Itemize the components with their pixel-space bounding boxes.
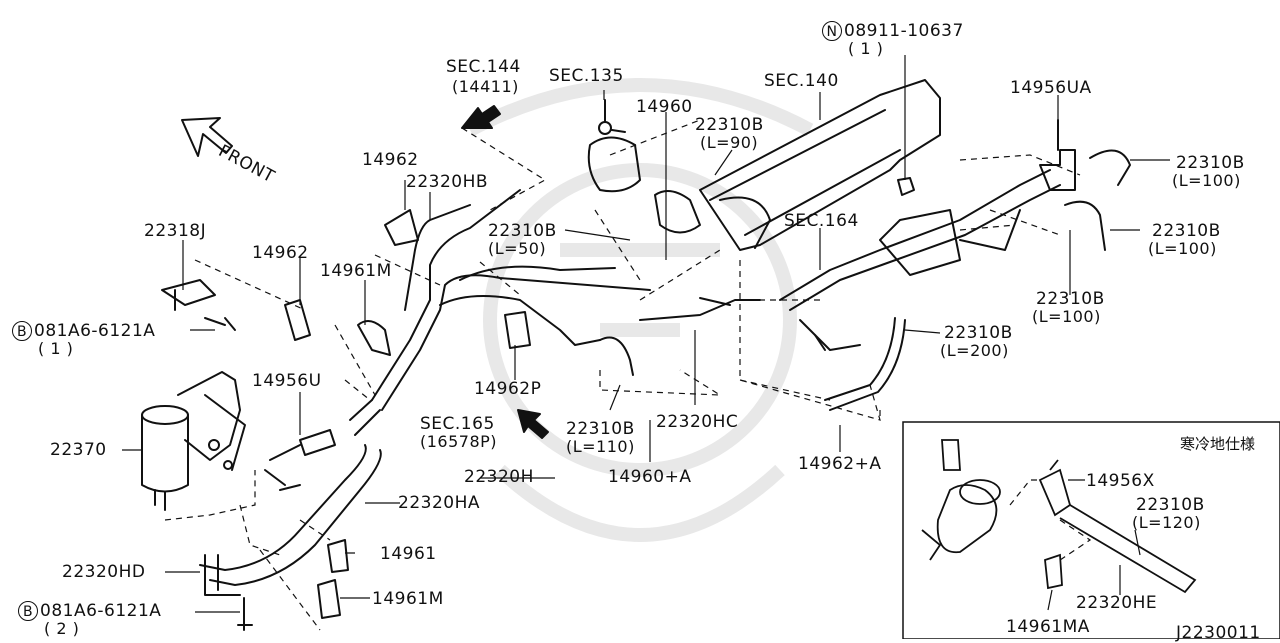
watermark-crest: [466, 78, 814, 542]
label-14962P: 14962P: [474, 379, 542, 399]
label-22310B-L200-sub: (L=200): [940, 341, 1009, 360]
label-22310B-L100-c-sub: (L=100): [1032, 307, 1101, 326]
label-b2-qty: ( 2 ): [44, 619, 80, 638]
label-22310B-L200: 22310B: [944, 323, 1013, 343]
b1-part-number: 081A6-6121A: [34, 321, 156, 341]
label-22310B-L120: 22310B: [1136, 495, 1205, 515]
label-22310B-L100-b: 22310B: [1152, 221, 1221, 241]
label-14962A: 14962+A: [798, 454, 882, 474]
bracket-22318J: [161, 279, 216, 311]
label-sec144-sub: (14411): [452, 77, 519, 96]
nut-08911-10637: [897, 177, 915, 196]
label-sec144: SEC.144: [446, 57, 521, 77]
label-22370: 22370: [50, 440, 107, 460]
hose-22310B-L200-inner: [829, 319, 906, 411]
label-22310B-L100-c: 22310B: [1036, 289, 1105, 309]
throttle-body: [587, 99, 641, 193]
label-14961M-top: 14961M: [320, 261, 392, 281]
label-22320H: 22320H: [464, 467, 534, 487]
label-14961MA: 14961MA: [1006, 617, 1090, 637]
label-22318J: 22318J: [144, 221, 207, 241]
hose-22310B-L100-top: [1089, 149, 1131, 186]
label-b1-qty: ( 1 ): [38, 339, 74, 358]
label-22320HA: 22320HA: [398, 493, 480, 513]
clip-14961: [327, 539, 349, 573]
clip-14962P: [504, 311, 531, 349]
bolt-081A6-top: [204, 317, 236, 331]
label-22320HB: 22320HB: [406, 172, 489, 192]
n-badge-icon: N: [822, 21, 842, 41]
label-22310B-L100-a-sub: (L=100): [1172, 171, 1241, 190]
hose-22310B-L200: [824, 317, 896, 401]
label-22310B-L110: 22310B: [566, 419, 635, 439]
label-14956UA: 14956UA: [1010, 78, 1092, 98]
b-badge-icon-2: B: [18, 601, 38, 621]
label-22320HC: 22320HC: [656, 412, 739, 432]
label-sec140: SEC.140: [764, 71, 839, 91]
label-22310B-L50: 22310B: [488, 221, 557, 241]
front-arrow-icon: [181, 117, 233, 157]
valve-14956UA: [1039, 149, 1076, 191]
label-n-qty: ( 1 ): [848, 39, 884, 58]
bolt-081A6-bottom: [237, 597, 253, 631]
label-22310B-L100-a: 22310B: [1176, 153, 1245, 173]
sec144-arrow-icon: [461, 105, 501, 129]
label-14962-mid: 14962: [252, 243, 309, 263]
valve-14956U: [299, 429, 336, 456]
label-sec165-sub: (16578P): [420, 432, 498, 451]
n-part-number: 08911-10637: [844, 21, 964, 41]
label-14956X: 14956X: [1086, 471, 1155, 491]
label-14961M-bot: 14961M: [372, 589, 444, 609]
hose-22310B-L100-mid: [1064, 200, 1106, 251]
label-22310B-L120-sub: (L=120): [1132, 513, 1201, 532]
clip-14961M-bot: [317, 579, 341, 619]
sec164-tubes: [639, 169, 1061, 351]
drawing-number: J2230011: [1176, 623, 1261, 643]
label-sec164: SEC.164: [784, 211, 859, 231]
label-14961: 14961: [380, 544, 437, 564]
canister-22370: [141, 371, 246, 511]
label-14960A: 14960+A: [608, 467, 692, 487]
inset-title: 寒冷地仕様: [1180, 435, 1256, 453]
b-badge-icon: B: [12, 321, 32, 341]
label-22310B-L90-sub: (L=90): [700, 133, 759, 152]
label-22310B-L50-sub: (L=50): [488, 239, 547, 258]
label-22310B-L100-b-sub: (L=100): [1148, 239, 1217, 258]
label-14962-top: 14962: [362, 150, 419, 170]
label-14960: 14960: [636, 97, 693, 117]
inset-cold-climate: [902, 421, 1280, 639]
sec165-arrow-icon: [517, 409, 549, 439]
clip-14961M-top: [357, 320, 391, 356]
main-hoses: [199, 189, 651, 596]
label-22310B-L110-sub: (L=110): [566, 437, 635, 456]
b2-part-number: 081A6-6121A: [40, 601, 162, 621]
label-22320HE: 22320HE: [1076, 593, 1158, 613]
label-14956U: 14956U: [252, 371, 322, 391]
clip-14962-mid: [284, 299, 311, 341]
label-sec135: SEC.135: [549, 66, 624, 86]
label-sec165: SEC.165: [420, 414, 495, 434]
label-22310B-L90: 22310B: [695, 115, 764, 135]
label-22320HD: 22320HD: [62, 562, 146, 582]
clip-14962-top: [384, 209, 419, 246]
